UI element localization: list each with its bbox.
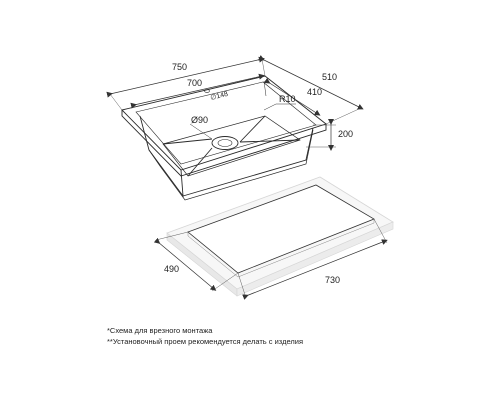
sink-drain-line-2 — [239, 139, 301, 143]
dim-750-ext2 — [261, 58, 266, 77]
note-line-2: **Установочный проем рекомендуется делат… — [107, 337, 304, 346]
dim-200-text: 200 — [338, 129, 353, 139]
dim-490-ext1 — [155, 231, 189, 241]
sink-bowl-front-left — [139, 115, 184, 198]
sink-rim-edge — [121, 110, 327, 177]
sink-dimensions — [106, 54, 364, 151]
dim-750-ext1 — [109, 93, 123, 111]
dim-r10-leader2 — [263, 103, 277, 111]
drain-outer — [211, 136, 239, 150]
dim-510-ext — [325, 107, 362, 125]
dim-d90-leader — [189, 123, 213, 140]
dim-700-line — [130, 73, 265, 109]
dim-730-ext1 — [237, 272, 247, 299]
dim-r10-text: R10 — [279, 94, 296, 104]
drain-inner — [217, 139, 233, 147]
sink-drain-line-3 — [187, 147, 213, 177]
dim-d90-text: Ø90 — [191, 115, 208, 125]
notes: *Схема для врезного монтажа **Установочн… — [107, 325, 303, 347]
sink-bowl-body — [148, 129, 314, 201]
dim-490-ext2 — [211, 272, 239, 292]
dim-750-text: 750 — [172, 62, 187, 72]
sink-drain-line-1 — [162, 138, 213, 145]
drain-marking-text: ∅148 — [210, 91, 229, 102]
dim-730-line — [242, 239, 388, 300]
sink-bowl-right — [182, 127, 314, 197]
dim-410-text: 410 — [307, 87, 322, 97]
dim-730-ext2 — [373, 218, 388, 244]
sink-rim-outer — [121, 75, 327, 171]
sink-bowl-bottom — [162, 115, 301, 177]
dim-490-line — [153, 237, 217, 291]
cutout-depth-edge — [187, 219, 375, 278]
note-line-1: *Схема для врезного монтажа — [107, 326, 213, 335]
dim-490-text: 490 — [164, 264, 179, 274]
dim-700-text: 700 — [187, 78, 202, 88]
dim-410-line — [263, 77, 321, 116]
dim-730-text: 730 — [325, 275, 340, 285]
dim-510-line — [257, 54, 364, 110]
dim-510-text: 510 — [322, 72, 337, 82]
sink-drain-line-4 — [239, 115, 266, 143]
cutout-dimensions — [153, 218, 388, 300]
